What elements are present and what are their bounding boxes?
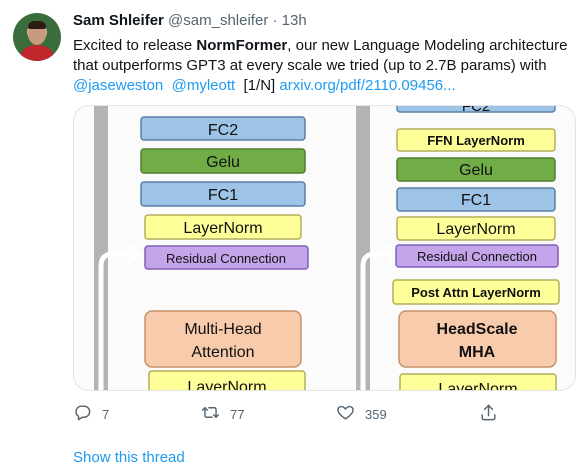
left-column-bar xyxy=(94,106,108,390)
retweet-button[interactable]: 77 xyxy=(201,402,244,426)
reply-icon xyxy=(73,403,92,425)
tweet-actions: 7 77 359 xyxy=(73,402,573,426)
left-residual-label: Residual Connection xyxy=(166,251,286,266)
reply-button[interactable]: 7 xyxy=(73,402,109,426)
right-post-attn-layernorm-label: Post Attn LayerNorm xyxy=(411,285,541,300)
tweet-text-line-1: Excited to release NormFormer, our new L… xyxy=(73,36,573,56)
right-fc1-label: FC1 xyxy=(461,192,491,209)
right-layernorm-bottom-box: LayerNorm xyxy=(399,373,557,391)
left-fc1-label: FC1 xyxy=(208,187,238,204)
tweet-text: Excited to release NormFormer, our new L… xyxy=(73,36,573,96)
reply-count: 7 xyxy=(102,406,110,422)
like-button[interactable]: 359 xyxy=(336,402,387,426)
share-button[interactable] xyxy=(479,402,498,426)
left-residual-box: Residual Connection xyxy=(144,245,309,270)
right-gelu-label: Gelu xyxy=(459,162,493,179)
heart-icon xyxy=(336,403,355,425)
right-residual-arrow xyxy=(360,251,392,390)
left-fc1-box: FC1 xyxy=(140,181,306,207)
left-mha-label-line1: Multi-Head xyxy=(184,321,261,338)
tweet-header: Sam Shleifer @sam_shleifer · 13h xyxy=(73,11,307,31)
arxiv-link[interactable]: arxiv.org/pdf/2110.09456... xyxy=(279,77,456,94)
right-headscale-label-line2: MHA xyxy=(459,344,496,361)
left-layernorm-bottom-box: LayerNorm xyxy=(148,370,306,391)
tweet-text-line-2: that outperforms GPT3 at every scale we … xyxy=(73,57,547,74)
mention-link-jaseweston[interactable]: @jaseweston xyxy=(73,77,164,94)
left-mha-box: Multi-Head Attention xyxy=(144,310,302,368)
retweet-count: 77 xyxy=(230,406,245,422)
thread-marker: [1/N] xyxy=(243,77,276,94)
right-layernorm-bottom-label: LayerNorm xyxy=(438,381,517,391)
tweet-text-line-3: @jaseweston @myleott [1/N] arxiv.org/pdf… xyxy=(73,76,573,96)
right-headscale-label-line1: HeadScale xyxy=(437,321,518,338)
left-mha-label-line2: Attention xyxy=(191,344,254,361)
right-layernorm-label: LayerNorm xyxy=(436,221,515,238)
text-segment: , our new Language Modeling architecture xyxy=(287,37,568,54)
right-post-attn-layernorm-box: Post Attn LayerNorm xyxy=(392,279,560,305)
text-bold-normformer: NormFormer xyxy=(196,37,288,54)
left-gelu-label: Gelu xyxy=(206,154,240,171)
right-headscale-box: HeadScale MHA xyxy=(398,310,557,368)
right-residual-box: Residual Connection xyxy=(395,244,559,268)
mention-link-myleott[interactable]: @myleott xyxy=(171,77,236,94)
left-layernorm-box: LayerNorm xyxy=(144,214,302,240)
show-thread-link[interactable]: Show this thread xyxy=(73,449,185,466)
left-fc2-box: FC2 xyxy=(140,116,306,141)
like-count: 359 xyxy=(365,406,387,422)
share-icon xyxy=(479,403,498,425)
left-layernorm-bottom-label: LayerNorm xyxy=(187,379,266,391)
author-handle[interactable]: @sam_shleifer xyxy=(168,12,269,29)
avatar-shirt xyxy=(21,45,53,61)
text-segment: Excited to release xyxy=(73,37,197,54)
right-column-bar xyxy=(356,106,370,390)
right-ffn-layernorm-label: FFN LayerNorm xyxy=(427,133,525,148)
tweet-timestamp[interactable]: 13h xyxy=(281,12,307,29)
left-residual-arrow-head xyxy=(126,244,142,264)
media-image[interactable]: FC2 Gelu FC1 LayerNorm Residual Connecti… xyxy=(73,105,576,391)
left-fc2-label: FC2 xyxy=(208,122,238,139)
author-name[interactable]: Sam Shleifer xyxy=(73,12,164,29)
right-layernorm-box: LayerNorm xyxy=(396,216,556,241)
right-fc2-label: FC2 xyxy=(462,106,490,115)
right-residual-label: Residual Connection xyxy=(417,249,537,264)
left-residual-arrow xyxy=(98,251,132,390)
avatar[interactable] xyxy=(13,13,61,61)
avatar-hair xyxy=(28,21,46,29)
separator-dot: · xyxy=(272,12,278,29)
right-fc2-box: FC2 xyxy=(396,106,556,115)
retweet-icon xyxy=(201,403,220,425)
left-gelu-box: Gelu xyxy=(140,148,306,174)
right-fc1-box: FC1 xyxy=(396,187,556,212)
left-layernorm-label: LayerNorm xyxy=(183,220,262,237)
right-ffn-layernorm-box: FFN LayerNorm xyxy=(396,128,556,152)
right-gelu-box: Gelu xyxy=(396,157,556,182)
